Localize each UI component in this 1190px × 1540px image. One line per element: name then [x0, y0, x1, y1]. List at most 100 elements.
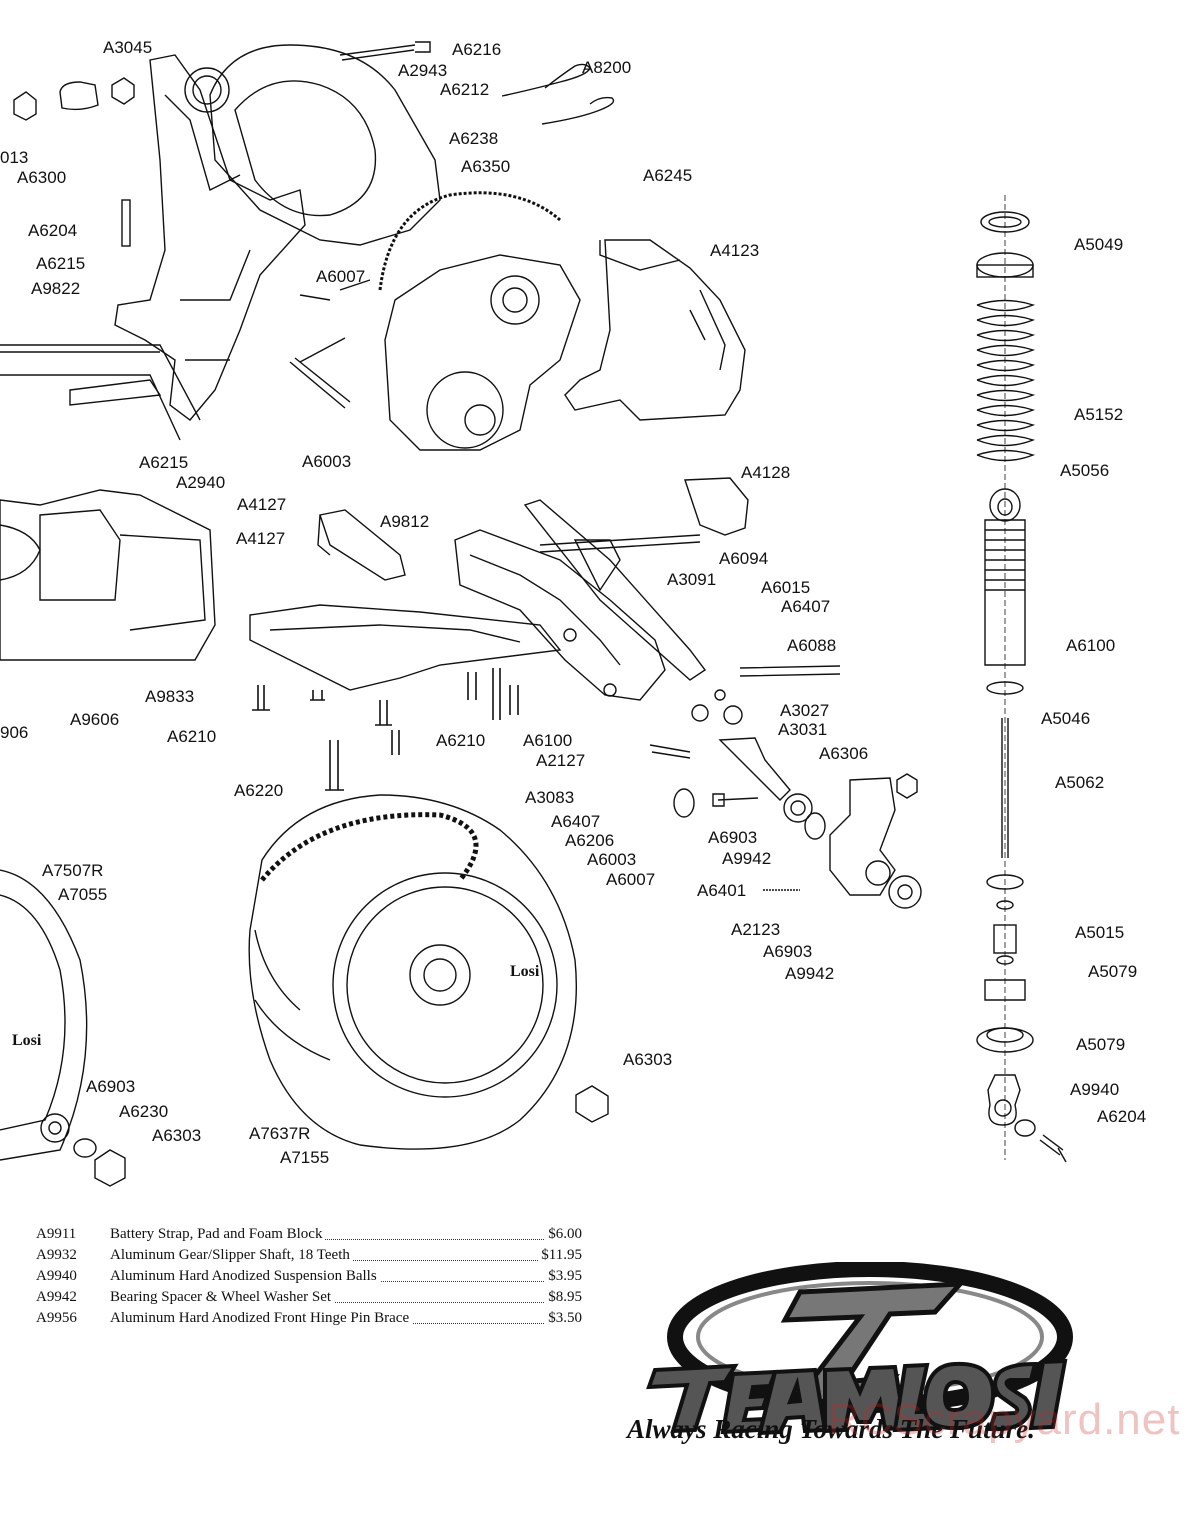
callout-label: A6230 — [119, 1102, 169, 1121]
part-number: A9956 — [36, 1310, 77, 1326]
callout-label: A6350 — [461, 157, 511, 176]
callout-label: A4127 — [236, 529, 286, 548]
part-description: Bearing Spacer & Wheel Washer Set — [110, 1287, 335, 1308]
part-price: $8.95 — [545, 1287, 582, 1308]
callout-label: A6215 — [36, 254, 86, 273]
callout-label: A6088 — [787, 636, 837, 655]
callout-label: A3031 — [778, 720, 828, 739]
callout-label: 013 — [0, 148, 29, 167]
parts-list-row: A9940 Aluminum Hard Anodized Suspension … — [36, 1266, 596, 1287]
parts-list-row: A9911 Battery Strap, Pad and Foam Block … — [36, 1224, 596, 1245]
callout-label: A9940 — [1070, 1080, 1120, 1099]
callout-label: A3027 — [780, 701, 830, 720]
part-description: Battery Strap, Pad and Foam Block — [110, 1224, 326, 1245]
shock-tower — [114, 54, 306, 421]
callout-label: A6303 — [623, 1050, 673, 1069]
callout-label: A7637R — [249, 1124, 311, 1143]
callout-label: A6210 — [167, 727, 217, 746]
callout-label: A6216 — [452, 40, 502, 59]
callout-label: A5079 — [1088, 962, 1138, 981]
part-number: A9942 — [36, 1289, 77, 1305]
rear-tire — [248, 794, 578, 1150]
callout-label: A3083 — [525, 788, 575, 807]
callout-label: A5062 — [1055, 773, 1105, 792]
part-number: A9911 — [36, 1226, 77, 1242]
callout-label: A5056 — [1060, 461, 1110, 480]
callout-label: 906 — [0, 723, 29, 742]
callout-label: A8200 — [582, 58, 632, 77]
callout-label: A6003 — [587, 850, 637, 869]
callout-label: A6401 — [697, 881, 747, 900]
transmission-case — [384, 254, 581, 451]
callout-label: A2127 — [536, 751, 586, 770]
callout-label: A9833 — [145, 687, 195, 706]
callout-label: A6407 — [551, 812, 601, 831]
parts-list-row: A9956 Aluminum Hard Anodized Front Hinge… — [36, 1308, 596, 1329]
callout-label: A5152 — [1074, 405, 1124, 424]
team-losi-wordmark — [646, 1358, 1068, 1436]
callout-label: A9942 — [785, 964, 835, 983]
callout-label: A6300 — [17, 168, 67, 187]
callout-label: A4127 — [237, 495, 287, 514]
callout-label: A6238 — [449, 129, 499, 148]
callout-label: A6210 — [436, 731, 486, 750]
callout-label: A6245 — [643, 166, 693, 185]
front-arm — [454, 529, 666, 701]
steering-block — [829, 777, 896, 896]
callout-label: A9606 — [70, 710, 120, 729]
exploded-parts-diagram — [0, 41, 1067, 1187]
wheel-brand-label: Losi — [510, 963, 540, 980]
callout-label: A5049 — [1074, 235, 1124, 254]
callout-label: A5079 — [1076, 1035, 1126, 1054]
callout-label: A2943 — [398, 61, 448, 80]
callout-label: A3091 — [667, 570, 717, 589]
watermark: RCScrapyard.net — [828, 1395, 1181, 1444]
callout-label: A6903 — [763, 942, 813, 961]
parts-list-row: A9932 Aluminum Gear/Slipper Shaft, 18 Te… — [36, 1245, 596, 1266]
callout-label: A7507R — [42, 861, 104, 880]
callout-label: A6003 — [302, 452, 352, 471]
callout-label: A6100 — [523, 731, 573, 750]
callout-label: A6212 — [440, 80, 490, 99]
logo-tagline: Always Racing Towards The Future. — [627, 1414, 1035, 1444]
chassis-plate — [249, 604, 562, 691]
callout-label: A2940 — [176, 473, 226, 492]
callout-label: A6094 — [719, 549, 769, 568]
part-price: $6.00 — [545, 1224, 582, 1245]
shock-spring — [976, 299, 1036, 462]
callout-label: A3045 — [103, 38, 153, 57]
parts-list: A9911 Battery Strap, Pad and Foam Block … — [36, 1224, 596, 1329]
motor-guard — [564, 239, 746, 421]
callout-label: A4123 — [710, 241, 760, 260]
part-price: $3.95 — [545, 1266, 582, 1287]
wheel-brand-label: Losi — [12, 1032, 42, 1049]
parts-list-row: A9942 Bearing Spacer & Wheel Washer Set … — [36, 1287, 596, 1308]
callout-label: A6204 — [28, 221, 78, 240]
callout-label: A6204 — [1097, 1107, 1147, 1126]
callout-label: A6007 — [606, 870, 656, 889]
callout-label: A5046 — [1041, 709, 1091, 728]
callout-label: A6407 — [781, 597, 831, 616]
callout-label: A6306 — [819, 744, 869, 763]
callout-label: A9942 — [722, 849, 772, 868]
shock-body — [984, 519, 1026, 666]
team-losi-logo — [646, 1262, 1073, 1436]
callout-label: A4128 — [741, 463, 791, 482]
callout-label: A6303 — [152, 1126, 202, 1145]
part-description: Aluminum Gear/Slipper Shaft, 18 Teeth — [110, 1245, 353, 1266]
callout-label: A6007 — [316, 267, 366, 286]
part-price: $3.50 — [545, 1308, 582, 1329]
callout-label: A6206 — [565, 831, 615, 850]
part-description: Aluminum Hard Anodized Front Hinge Pin B… — [110, 1308, 413, 1329]
callout-label: A6903 — [708, 828, 758, 847]
callout-label: A6903 — [86, 1077, 136, 1096]
callout-label: A6100 — [1066, 636, 1116, 655]
callout-label: A5015 — [1075, 923, 1125, 942]
part-number: A9932 — [36, 1247, 77, 1263]
part-number: A9940 — [36, 1268, 77, 1284]
callout-label: A6015 — [761, 578, 811, 597]
callout-label: A2123 — [731, 920, 781, 939]
callout-label: A7055 — [58, 885, 108, 904]
gear-cover — [209, 44, 441, 246]
callout-label: A9822 — [31, 279, 81, 298]
